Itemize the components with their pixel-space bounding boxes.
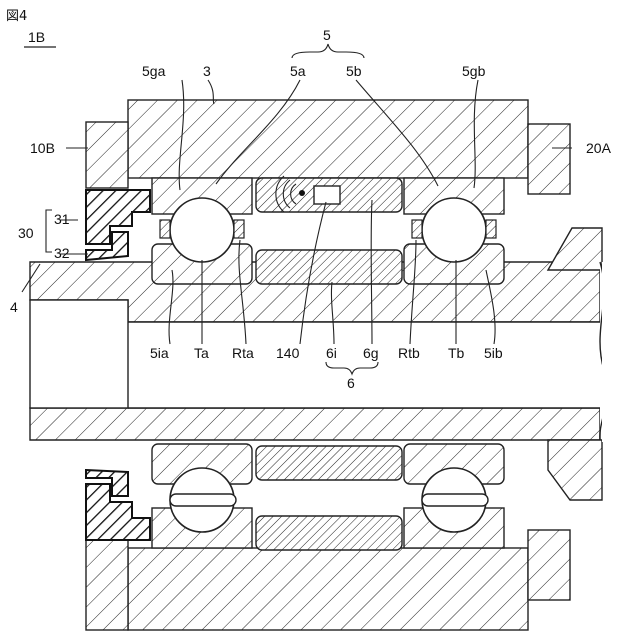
label-5: 5 [323,27,331,43]
end-plate-20A-top [528,124,570,194]
label-31: 31 [54,211,70,227]
label-30: 30 [18,225,34,241]
end-plate-20A-bottom [528,530,570,600]
cage-bar-a-bottom [170,494,236,506]
ball-Tb [422,198,486,262]
label-5ib: 5ib [484,345,503,361]
ball-Ta [170,198,234,262]
spacer-inner-bottom [256,446,402,480]
label-Tb: Tb [448,345,465,361]
label-5a: 5a [290,63,306,79]
label-10B: 10B [30,140,55,156]
label-5ia: 5ia [150,345,169,361]
shaft-right-step-bottom [548,440,602,500]
label-Ta: Ta [194,345,209,361]
shaft-bore [128,322,600,408]
label-3: 3 [203,63,211,79]
spacer-inner-6i [256,250,402,284]
label-4: 4 [10,299,18,315]
label-5b: 5b [346,63,362,79]
shaft-4-bottom-wall [30,408,600,440]
label-6: 6 [347,375,355,391]
figure-number: 図4 [6,9,27,24]
sensor-140 [314,186,340,204]
figure-subtitle: 1B [28,29,45,45]
label-32: 32 [54,245,70,261]
label-140: 140 [276,345,300,361]
cage-Rta-left [160,220,170,238]
cage-Rtb-right [486,220,496,238]
housing-bottom [128,548,528,630]
sensor-dot [299,190,305,196]
cage-Rtb-left [412,220,422,238]
cage-Rta-right [234,220,244,238]
label-Rtb: Rtb [398,345,420,361]
spacer-outer-bottom [256,516,402,550]
label-6g: 6g [363,345,379,361]
end-plate-10B-top [86,122,128,188]
cage-bar-b-bottom [422,494,488,506]
label-6i: 6i [326,345,337,361]
label-Rta: Rta [232,345,254,361]
end-plate-10B-bottom [86,540,128,630]
shaft-bore-left [30,300,128,408]
label-20A: 20A [586,140,612,156]
housing-top [128,100,528,178]
label-5gb: 5gb [462,63,486,79]
label-5ga: 5ga [142,63,166,79]
shaft-right-step-top [548,228,602,270]
